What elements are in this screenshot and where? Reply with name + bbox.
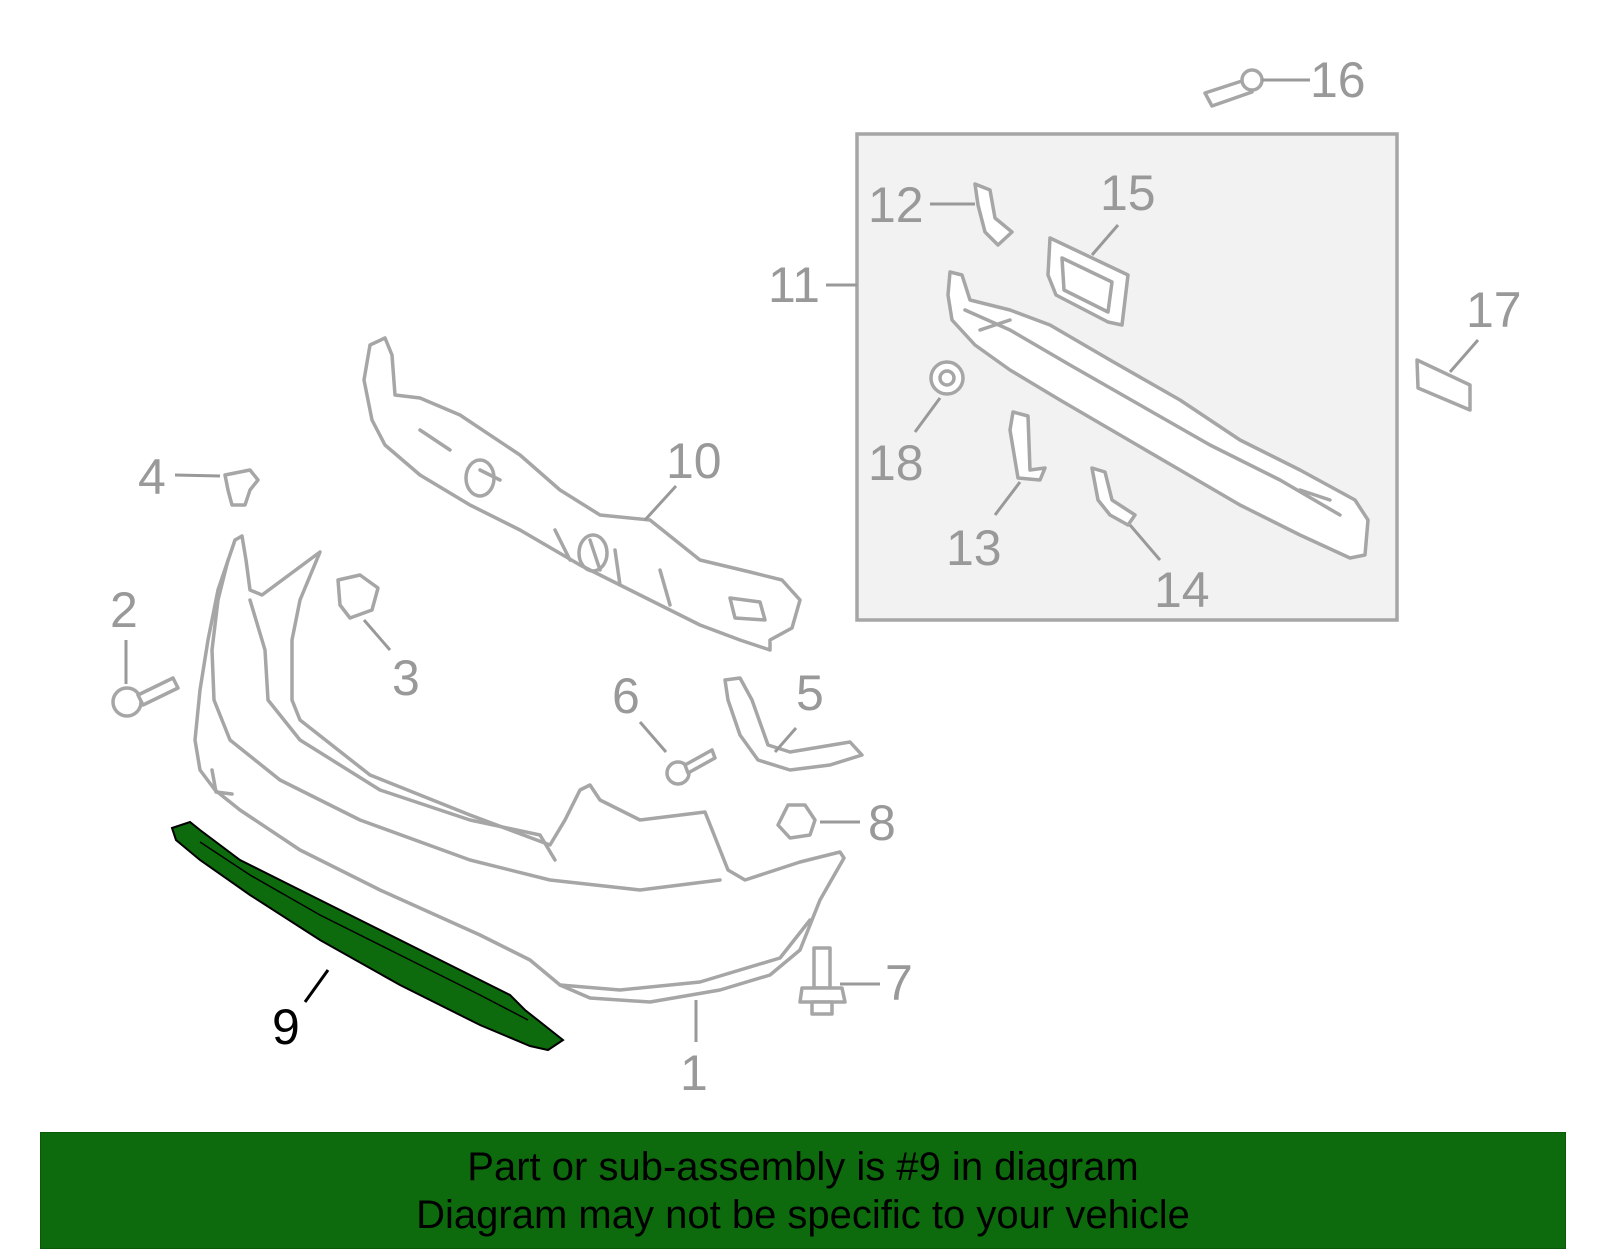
callout-6: 6: [612, 668, 640, 724]
leader-17: [1448, 339, 1480, 373]
callout-4: 4: [138, 449, 166, 505]
part-5-bracket[interactable]: [723, 676, 864, 772]
callout-14: 14: [1154, 562, 1210, 618]
part-9-valance[interactable]: [170, 820, 565, 1052]
leader-14: [1128, 524, 1162, 561]
leader-10: [643, 484, 678, 522]
leader-18: [913, 397, 942, 433]
callout-5: 5: [796, 665, 824, 721]
part-2-screw[interactable]: [111, 676, 180, 718]
part-14-bracket[interactable]: [1090, 466, 1137, 527]
callout-11: 11: [768, 257, 820, 313]
leader-3: [362, 619, 392, 651]
leader-9: [303, 969, 330, 1003]
callout-10: 10: [666, 433, 722, 489]
part-11-reinforcement-bar[interactable]: [946, 270, 1370, 560]
part-7-bolt[interactable]: [798, 946, 847, 1016]
callout-13: 13: [946, 520, 1002, 576]
callout-9: 9: [272, 999, 300, 1055]
part-12-bracket[interactable]: [973, 182, 1014, 247]
part-8-nut[interactable]: [776, 803, 817, 840]
part-16-bolt[interactable]: [1203, 68, 1264, 108]
part-10-energy-absorber[interactable]: [362, 336, 802, 652]
callout-1: 1: [680, 1045, 708, 1101]
part-18-nut[interactable]: [929, 360, 965, 396]
leader-6: [638, 721, 668, 753]
leader-15: [1090, 224, 1120, 256]
callout-17: 17: [1466, 282, 1522, 338]
callout-15: 15: [1100, 165, 1156, 221]
part-15-bracket[interactable]: [1046, 236, 1130, 327]
callout-2: 2: [110, 582, 138, 638]
leader-4: [174, 473, 221, 478]
callout-3: 3: [392, 650, 420, 706]
part-13-bracket[interactable]: [1008, 410, 1047, 482]
leader-13: [993, 481, 1022, 516]
callout-8: 8: [868, 795, 896, 851]
callout-7: 7: [885, 955, 913, 1011]
part-6-screw[interactable]: [665, 748, 717, 786]
part-3-clip[interactable]: [336, 573, 380, 620]
banner-line-part: Part or sub-assembly is #9 in diagram: [467, 1144, 1139, 1189]
callout-12: 12: [868, 177, 924, 233]
part-4-clip[interactable]: [223, 468, 260, 507]
leader-5: [773, 727, 798, 753]
part-17-clip[interactable]: [1415, 358, 1472, 412]
callout-16: 16: [1310, 52, 1366, 108]
banner-line-disclaimer: Diagram may not be specific to your vehi…: [416, 1192, 1190, 1237]
callout-18: 18: [868, 435, 924, 491]
part-1-bumper-cover[interactable]: [193, 534, 846, 1004]
info-banner: Part or sub-assembly is #9 in diagram Di…: [40, 1132, 1566, 1249]
